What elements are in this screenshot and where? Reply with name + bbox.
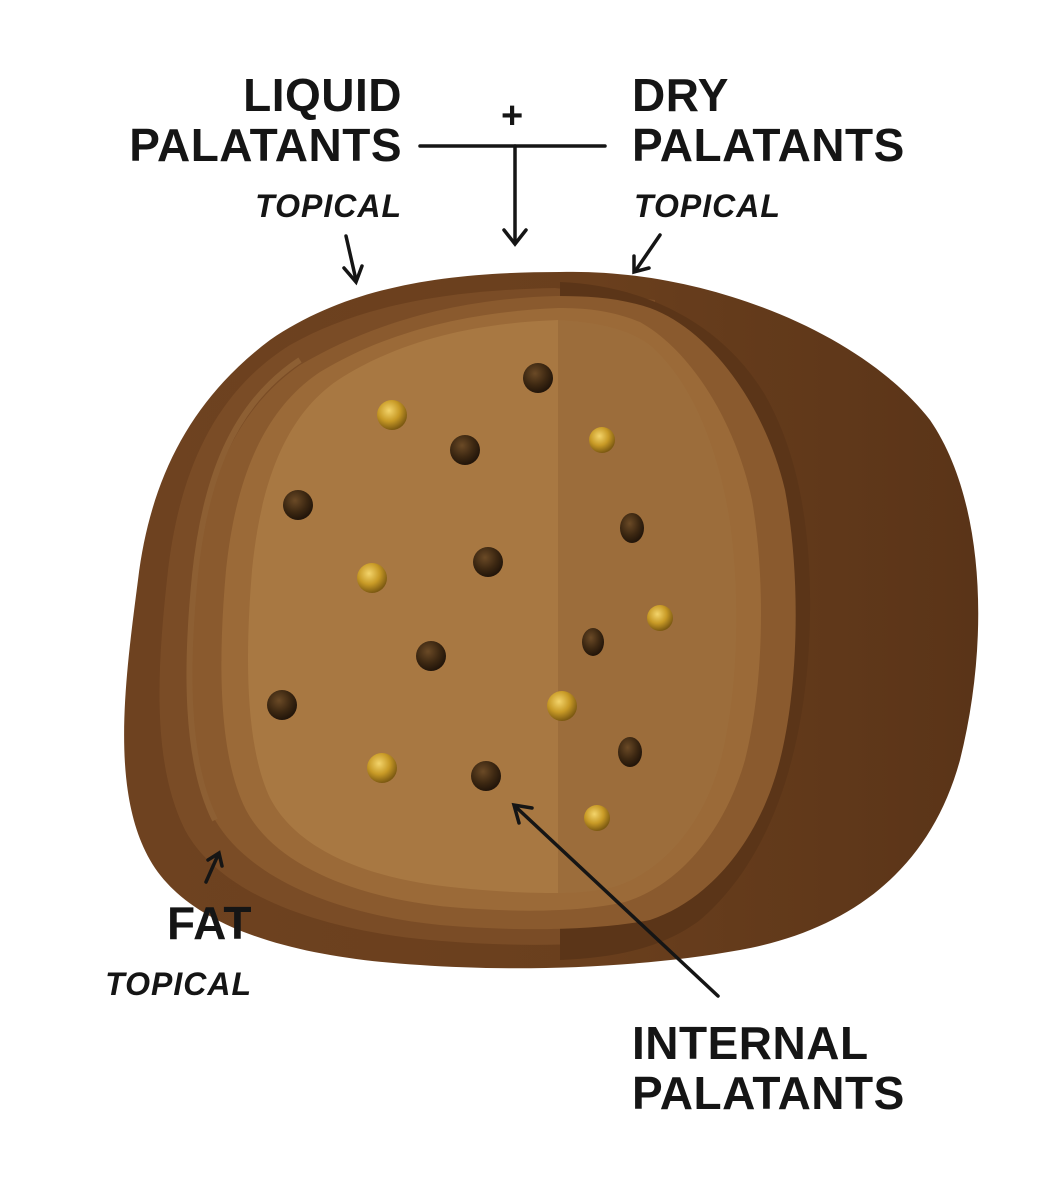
dry-topical-label: TOPICAL [634,188,781,224]
dark-inclusion [471,761,501,791]
gold-inclusion [367,753,397,783]
dark-inclusion [267,690,297,720]
fat-arrow-head [206,850,224,868]
liquid-palatants-label: LIQUID PALATANTS [60,70,402,170]
plus-sign: + [501,95,524,137]
dry-arrow [634,233,662,272]
internal-arrow [515,806,720,998]
kibble-inclusions [267,363,673,831]
gold-inclusion [584,805,610,831]
internal-arrow-head [511,802,534,825]
fat-edge [186,357,302,822]
gold-inclusion [647,605,673,631]
dark-inclusion [473,547,503,577]
core-left [247,320,558,893]
dark-inclusion [416,641,446,671]
dry-arrow-head [632,254,651,275]
gold-inclusion [589,427,615,453]
liquid-line1: LIQUID [243,69,402,121]
internal-palatants-label: INTERNAL PALATANTS [632,1018,962,1118]
liquid-arrow-head [342,264,364,286]
dark-inclusion [450,435,480,465]
liquid-topical-label: TOPICAL [255,188,402,224]
core-right [558,320,737,893]
fat-arrow [204,853,220,884]
dry-line1: DRY [632,69,729,121]
liquid-line2: PALATANTS [129,119,402,171]
dry-line2: PALATANTS [632,119,905,171]
dark-inclusion [523,363,553,393]
gold-inclusion [357,563,387,593]
dark-inclusion [283,490,313,520]
gold-inclusion [547,691,577,721]
down-arrow-head [502,228,528,247]
callouts [204,144,720,998]
dry-palatants-label: DRY PALATANTS [632,70,962,170]
dark-inclusion [620,513,644,543]
fat-topical-label: TOPICAL [105,966,252,1002]
dark-inclusion [618,737,642,767]
dark-inclusion [582,628,604,656]
internal-line2: PALATANTS [632,1067,905,1119]
gold-inclusion [377,400,407,430]
internal-line1: INTERNAL [632,1017,869,1069]
fat-label: FAT [167,897,252,949]
liquid-arrow [344,234,358,282]
